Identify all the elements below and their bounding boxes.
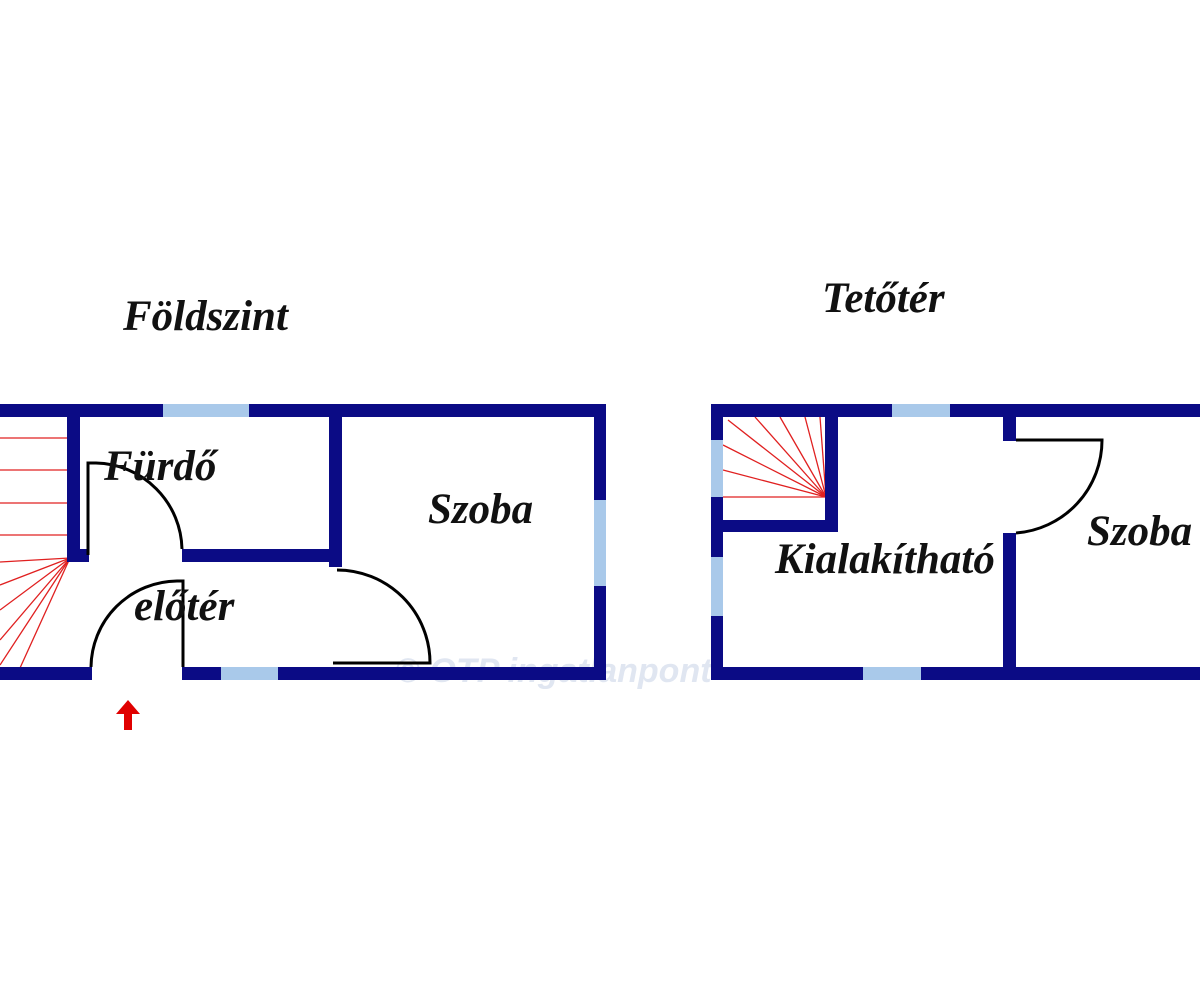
ground-floor-title: Földszint: [122, 293, 290, 340]
window: [711, 440, 723, 497]
attic-title: Tetőtér: [822, 275, 946, 322]
walls-ground: [0, 404, 606, 680]
window: [863, 667, 921, 680]
attic-room-door: [1015, 438, 1104, 535]
doors-ground: [86, 461, 432, 668]
entrance-door: [89, 579, 185, 668]
walls-attic: [711, 404, 1200, 680]
room-door: [333, 568, 432, 665]
bathroom-door: [86, 461, 184, 555]
window: [711, 557, 723, 616]
room-label-bathroom: Fürdő: [103, 443, 219, 490]
window: [163, 404, 249, 417]
window: [892, 404, 950, 417]
room-label-convertible: Kialakítható: [774, 536, 995, 583]
room-label-attic-room: Szoba: [1087, 508, 1192, 555]
stairs-ground: [0, 437, 71, 669]
entrance-arrow-icon: [116, 700, 140, 730]
window: [221, 667, 278, 680]
stairs-attic: [722, 416, 827, 498]
ground-floor-plan: Földszint Fürdő Szoba előtér: [0, 293, 606, 730]
room-label-hall: előtér: [134, 583, 236, 630]
window: [594, 500, 606, 586]
room-label-room: Szoba: [428, 486, 533, 533]
attic-plan: Tetőtér Kialakítható Szoba: [711, 275, 1200, 680]
